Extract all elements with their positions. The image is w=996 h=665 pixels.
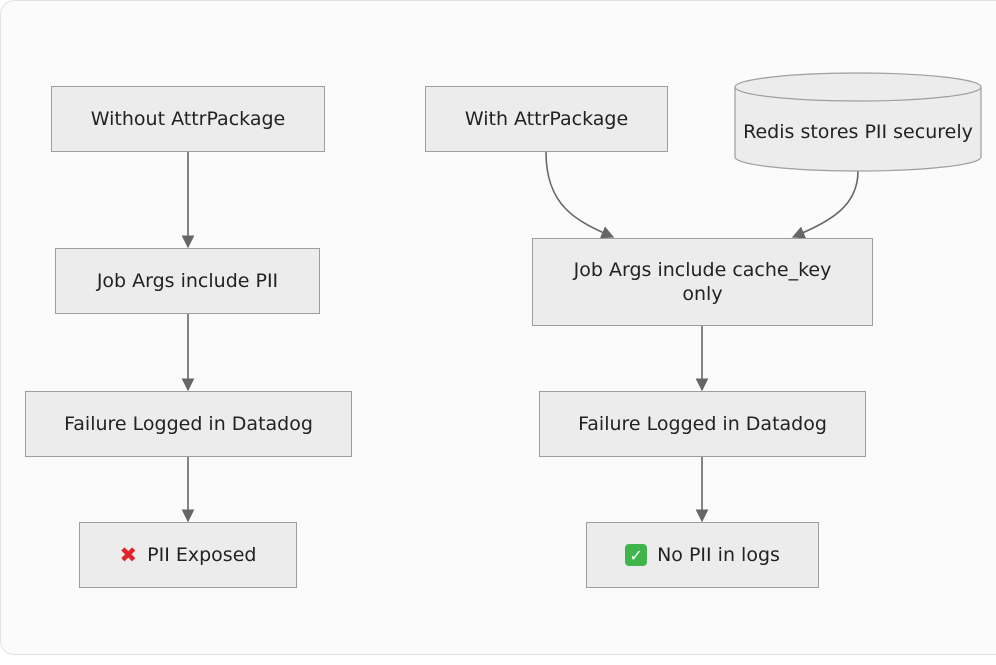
node-label-line2: only <box>682 283 723 305</box>
node-left-failure-logged: Failure Logged in Datadog <box>25 391 352 457</box>
node-no-pii-in-logs: ✓ No PII in logs <box>586 522 819 588</box>
redis-cylinder <box>734 72 982 172</box>
node-label: Job Args include PII <box>96 270 279 292</box>
node-label: Redis stores PII securely <box>743 121 973 143</box>
node-job-args-cache-key: Job Args include cache_key only <box>532 238 873 326</box>
node-label: Failure Logged in Datadog <box>578 413 827 435</box>
edge-right-start-to-args <box>545 151 615 239</box>
node-with-attrpackage: With AttrPackage <box>425 86 668 152</box>
node-label: PII Exposed <box>147 544 257 566</box>
node-pii-exposed: ✖ PII Exposed <box>79 522 297 588</box>
check-mark-icon: ✓ <box>625 544 648 566</box>
node-label: Failure Logged in Datadog <box>64 413 313 435</box>
node-label: No PII in logs <box>657 544 780 566</box>
node-label: Job Args include cache_key <box>573 259 832 281</box>
node-label: With AttrPackage <box>464 108 629 130</box>
node-redis-stores-pii: Redis stores PII securely <box>735 101 981 163</box>
node-label: Without AttrPackage <box>90 108 286 130</box>
node-right-failure-logged: Failure Logged in Datadog <box>539 391 866 457</box>
edge-redis-to-args <box>791 170 859 239</box>
cross-mark-icon: ✖ <box>119 543 138 567</box>
node-without-attrpackage: Without AttrPackage <box>51 86 325 152</box>
node-job-args-include-pii: Job Args include PII <box>55 248 320 314</box>
